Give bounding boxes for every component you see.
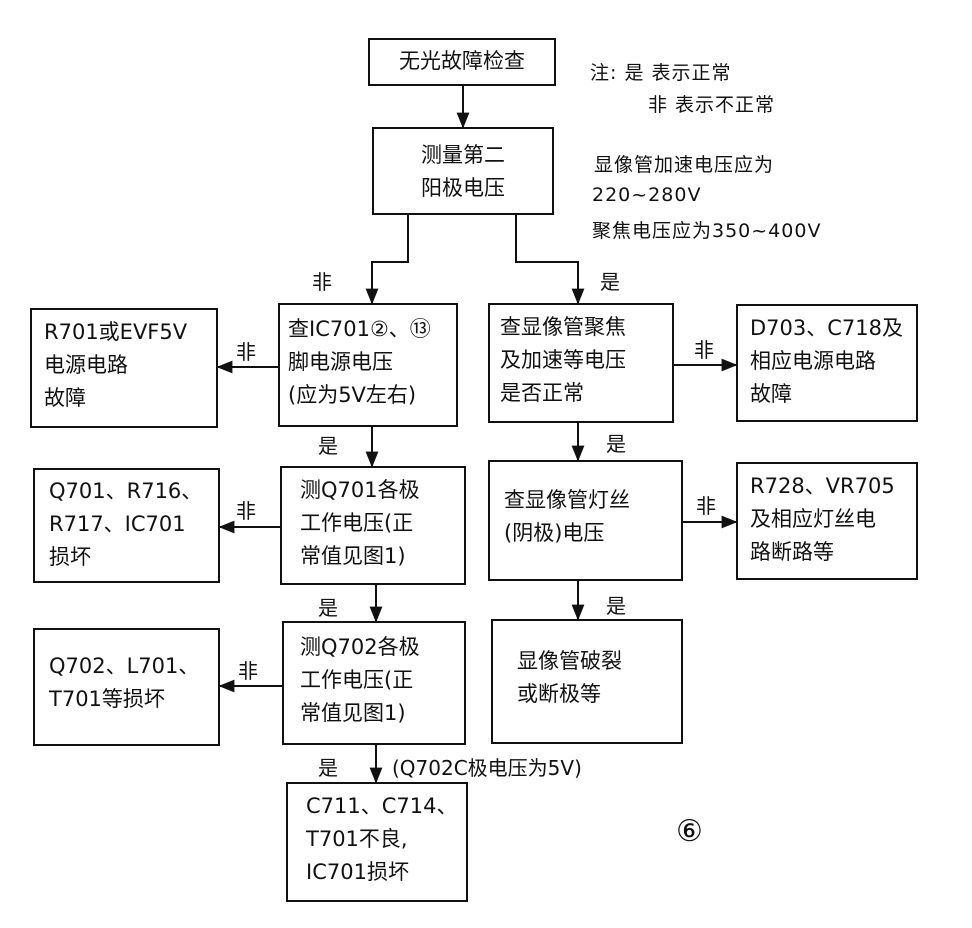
label-yes-ic701: 是 bbox=[318, 434, 338, 458]
check-focus-node: 查显像管聚焦 及加速等电压 是否正常 bbox=[488, 303, 674, 423]
arrow-measure-to-ic701 bbox=[365, 215, 409, 305]
label-no-filament: 非 bbox=[696, 494, 716, 518]
fault-5v-node: R701或EVF5V 电源电路 故障 bbox=[30, 308, 218, 428]
check-ic701-node: 查IC701②、⑬ 脚电源电压 (应为5V左右) bbox=[278, 303, 458, 427]
label-no-q701: 非 bbox=[236, 499, 256, 523]
label-yes-measure: 是 bbox=[600, 270, 620, 294]
final-fault-node: C711、C714、 T701不良, IC701损坏 bbox=[286, 782, 468, 902]
figure-number: ⑥ bbox=[676, 814, 703, 849]
label-no-focus: 非 bbox=[694, 338, 714, 362]
fault-filament-node: R728、VR705 及相应灯丝电 路断路等 bbox=[736, 462, 918, 580]
fault-q701-node: Q701、R716、 R717、IC701 损坏 bbox=[33, 468, 220, 583]
spec-line-2: 220~280V bbox=[592, 184, 702, 206]
label-yes-filament: 是 bbox=[606, 594, 626, 618]
arrow-measure-to-focus bbox=[515, 215, 585, 305]
legend-line-2: 非 表示不正常 bbox=[648, 94, 776, 116]
label-no-q702: 非 bbox=[238, 659, 258, 683]
spec-line-3: 聚焦电压应为350~400V bbox=[592, 220, 822, 242]
fault-focus-node: D703、C718及 相应电源电路 故障 bbox=[736, 304, 918, 422]
legend-line-1: 注: 是 表示正常 bbox=[590, 62, 732, 84]
fault-crt-node: 显像管破裂 或断极等 bbox=[491, 619, 683, 744]
label-yes-focus: 是 bbox=[606, 432, 626, 456]
measure-second-anode-node: 测量第二 阳极电压 bbox=[372, 127, 554, 215]
check-filament-node: 查显像管灯丝 (阴极)电压 bbox=[488, 460, 683, 581]
measure-q701-node: 测Q701各极 工作电压(正 常值见图1) bbox=[280, 466, 466, 585]
measure-q702-node: 测Q702各极 工作电压(正 常值见图1) bbox=[282, 621, 466, 745]
spec-line-1: 显像管加速电压应为 bbox=[594, 154, 775, 176]
label-yes-q702: 是 bbox=[318, 756, 338, 780]
fault-q702-node: Q702、L701、 T701等损坏 bbox=[33, 628, 220, 746]
start-node: 无光故障检查 bbox=[368, 38, 556, 86]
label-no-ic701: 非 bbox=[236, 340, 256, 364]
label-q702-voltage-note: (Q702C极电压为5V) bbox=[392, 756, 582, 780]
label-yes-q701: 是 bbox=[318, 596, 338, 620]
label-no-measure: 非 bbox=[312, 270, 332, 294]
